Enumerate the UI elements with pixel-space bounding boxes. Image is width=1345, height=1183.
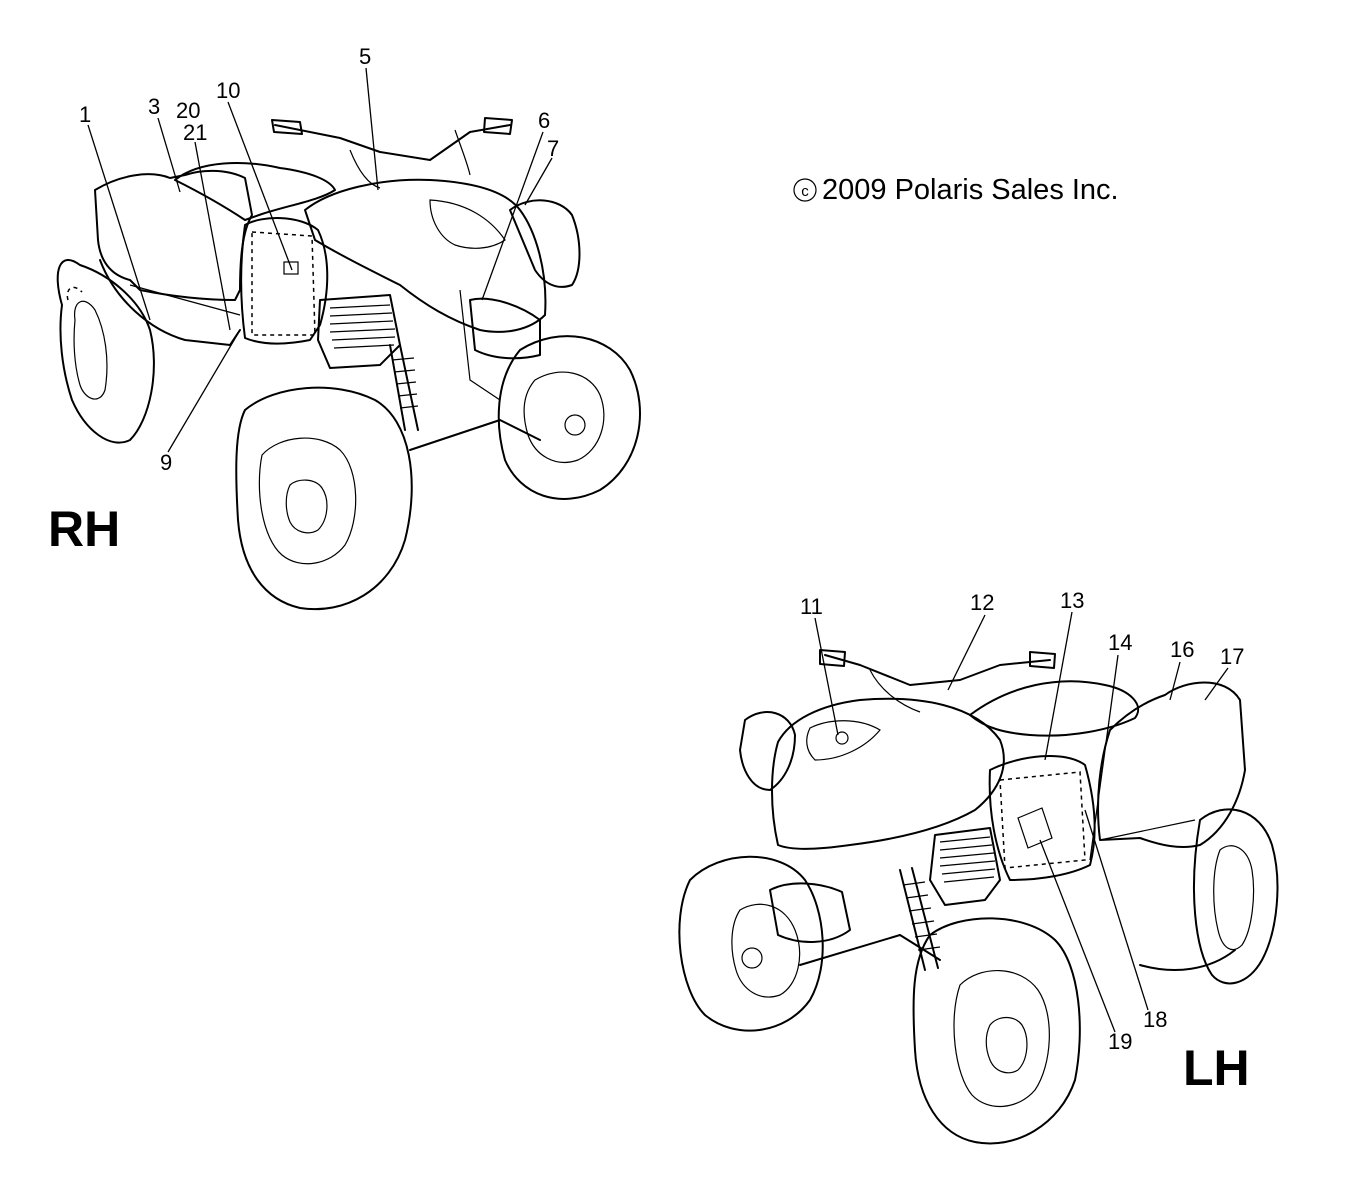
rh-rear-wheel <box>56 259 155 444</box>
rh-handlebars <box>271 117 513 189</box>
rh-front-suspension <box>389 289 541 451</box>
callout-10: 10 <box>216 78 240 103</box>
rh-front-left-wheel <box>235 386 413 611</box>
callout-18: 18 <box>1143 1007 1167 1032</box>
lh-seat <box>969 680 1140 737</box>
lh-leader-lines <box>814 611 1229 1033</box>
atv-lh-illustration <box>678 649 1279 1145</box>
callout-11: 11 <box>800 594 823 619</box>
callout-19: 19 <box>1108 1029 1132 1054</box>
callout-14: 14 <box>1108 630 1132 655</box>
copyright-notice: c 2009 Polaris Sales Inc. <box>793 174 1119 206</box>
copyright-symbol: c <box>801 183 809 200</box>
lh-front-far-wheel <box>678 855 824 1032</box>
callout-12: 12 <box>970 590 994 615</box>
lh-side-panel <box>988 755 1096 881</box>
callout-6: 6 <box>538 108 550 133</box>
callout-3: 3 <box>148 94 160 119</box>
atv-rh-illustration <box>56 117 641 611</box>
rh-seat <box>174 162 336 221</box>
lh-rear-wheel <box>1193 808 1279 985</box>
lh-handlebars <box>819 649 1056 713</box>
callout-17: 17 <box>1220 644 1244 669</box>
rh-front-right-wheel <box>497 335 641 500</box>
lh-rear-fender <box>1097 681 1246 971</box>
callout-9: 9 <box>160 450 172 475</box>
lh-front-hood <box>739 697 1005 850</box>
callout-21: 21 <box>183 120 207 145</box>
lh-front-near-wheel <box>912 917 1081 1145</box>
callout-16: 16 <box>1170 637 1194 662</box>
view-label-rh: RH <box>48 501 120 557</box>
rh-side-panel <box>240 217 329 345</box>
lh-front-suspension <box>769 867 941 971</box>
rh-engine <box>317 294 401 369</box>
callout-13: 13 <box>1060 588 1084 613</box>
copyright-text: 2009 Polaris Sales Inc. <box>822 174 1119 206</box>
callout-20: 20 <box>176 98 200 123</box>
callout-5: 5 <box>359 44 371 69</box>
rh-leader-lines <box>87 67 553 453</box>
view-label-lh: LH <box>1183 1040 1250 1096</box>
lh-engine <box>929 827 1001 906</box>
callout-1: 1 <box>79 102 91 127</box>
callout-7: 7 <box>547 136 559 161</box>
rh-front-hood <box>304 178 581 333</box>
